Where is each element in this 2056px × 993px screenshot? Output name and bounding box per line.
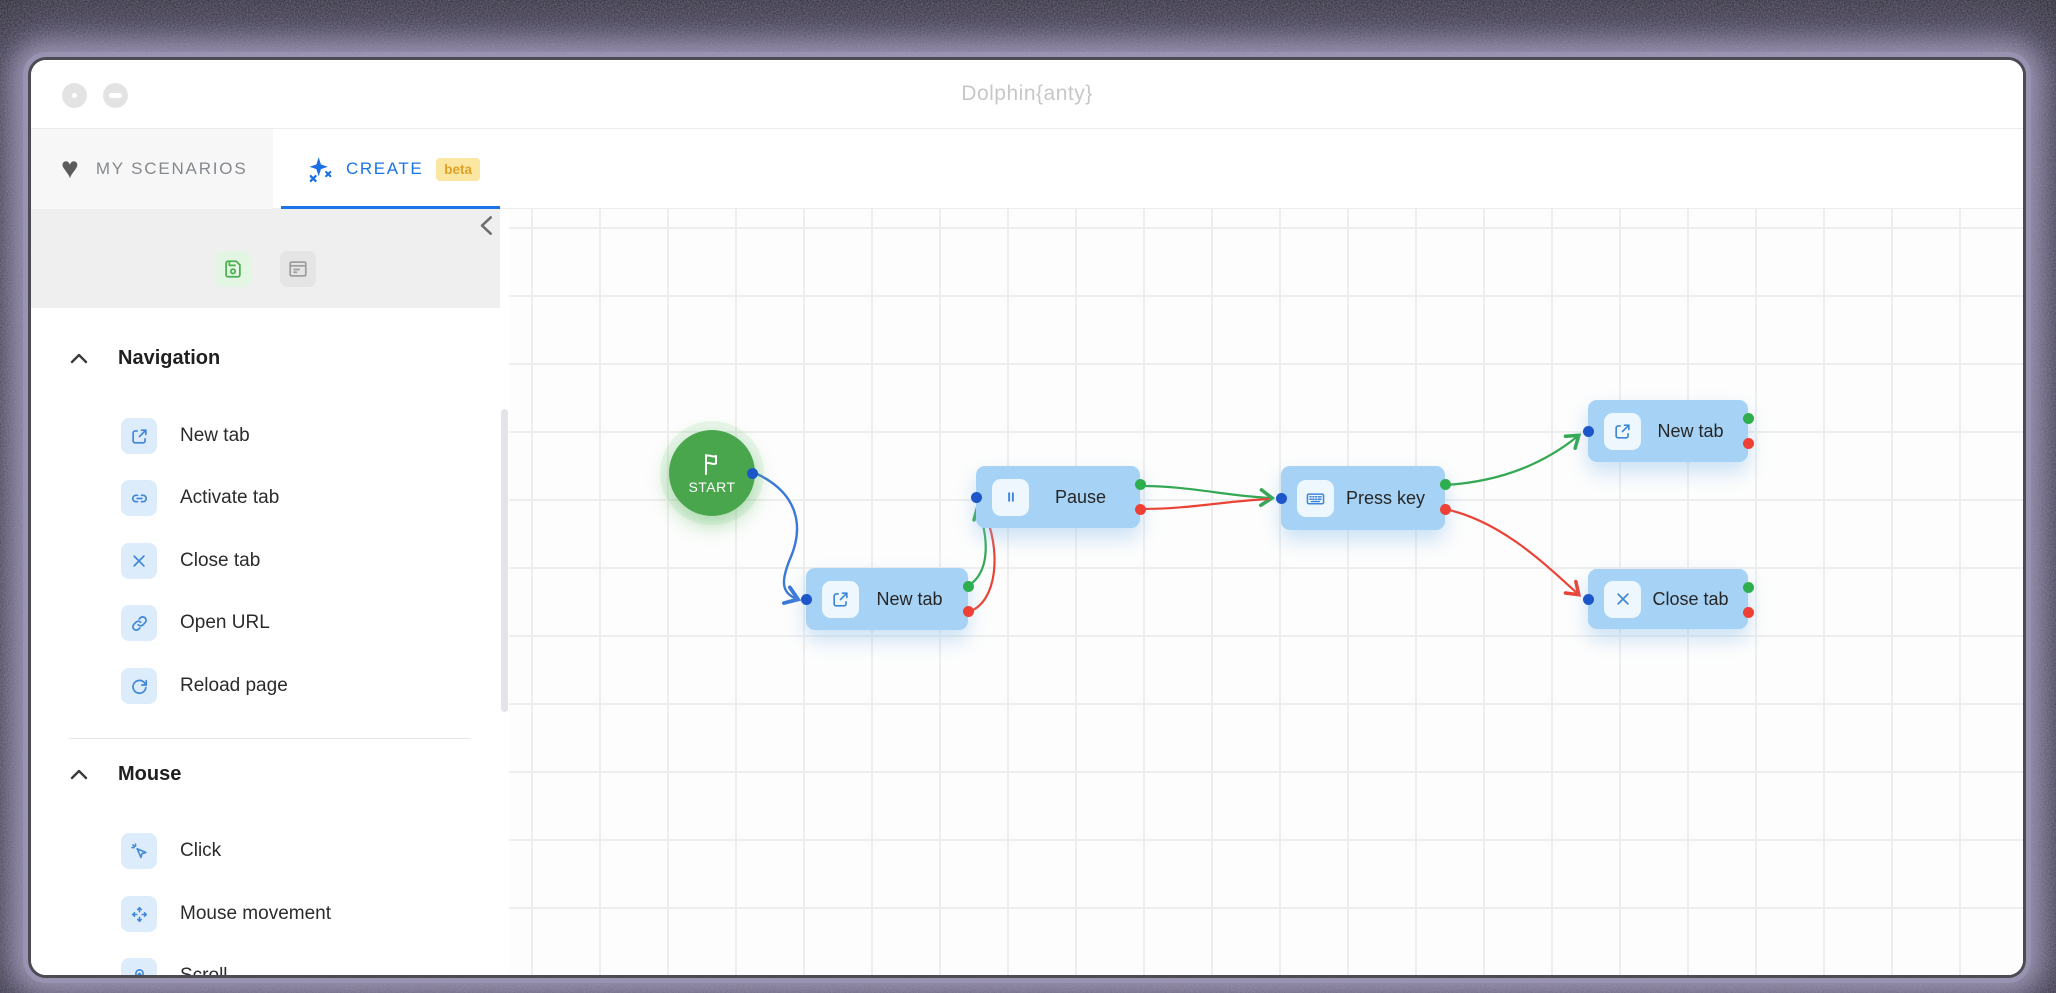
edge-presskey-to-newtab2-success [1444, 433, 1582, 487]
port-error[interactable] [1742, 438, 1754, 449]
sidebar-item-label: Mouse movement [180, 903, 332, 924]
edge-presskey-to-closetab-error [1444, 507, 1582, 597]
chevron-left-icon [480, 216, 493, 235]
port-success[interactable] [1439, 479, 1451, 490]
external-link-icon [1604, 412, 1641, 450]
node-start[interactable]: START [669, 430, 758, 516]
port-error[interactable] [1134, 504, 1146, 515]
active-tab-underline [281, 206, 500, 209]
port-input[interactable] [1582, 593, 1594, 605]
node-label: Press key [1345, 487, 1426, 508]
node-new-tab-1[interactable]: New tab [800, 568, 974, 630]
chain-icon [121, 480, 157, 516]
window-control-minimize-button[interactable] [103, 83, 128, 108]
port-error[interactable] [1742, 607, 1754, 618]
sidebar-item-click[interactable]: Click [121, 833, 221, 869]
sidebar-item-reload-page[interactable]: Reload page [121, 668, 288, 704]
port-error[interactable] [1439, 504, 1451, 515]
node-label: Pause [1054, 486, 1107, 507]
port-output[interactable] [747, 467, 758, 479]
port-input[interactable] [1582, 425, 1594, 437]
sidebar-header [31, 209, 500, 308]
title-bar: Dolphin{anty} [31, 60, 2023, 129]
window-body: Navigation New tab Activate tab [31, 209, 2023, 978]
action-library-sidebar: Navigation New tab Activate tab [31, 209, 509, 978]
flag-icon [705, 453, 717, 475]
reload-arrow-icon [121, 668, 157, 704]
sidebar-item-new-tab[interactable]: New tab [121, 418, 250, 454]
floppy-disk-icon [225, 260, 241, 278]
sparkles-icon [309, 156, 332, 182]
tab-my-scenarios[interactable]: ♥ MY SCENARIOS [31, 129, 273, 209]
cursor-click-icon [121, 833, 157, 869]
sidebar-item-label: Activate tab [180, 487, 280, 508]
keyboard-icon [1297, 479, 1334, 517]
port-success[interactable] [1742, 582, 1754, 593]
node-label: New tab [1657, 420, 1724, 441]
tab-create[interactable]: CREATE beta [273, 129, 500, 209]
pause-icon [992, 478, 1029, 516]
sidebar-item-label: Open URL [180, 612, 270, 633]
sidebar-item-label: Click [180, 840, 222, 861]
sidebar-item-close-tab[interactable]: Close tab [121, 543, 260, 579]
close-x-icon [1604, 580, 1641, 618]
minimize-icon [109, 93, 122, 98]
section-navigation-header[interactable]: Navigation [68, 347, 220, 370]
close-x-icon [121, 543, 157, 579]
scenario-canvas[interactable]: START New tab [509, 209, 2023, 975]
dot-icon [72, 93, 77, 98]
sidebar-item-open-url[interactable]: Open URL [121, 605, 270, 641]
arrows-move-icon [121, 896, 157, 932]
window-title: Dolphin{anty} [961, 82, 1093, 105]
save-scenario-button[interactable] [215, 251, 251, 287]
chevron-up-icon [70, 353, 88, 363]
tab-my-scenarios-label: MY SCENARIOS [95, 159, 248, 178]
section-title: Navigation [118, 347, 221, 369]
external-link-icon [121, 418, 157, 454]
sidebar-item-label: Scroll [180, 965, 228, 978]
sidebar-item-label: New tab [180, 425, 250, 446]
node-close-tab[interactable]: Close tab [1582, 569, 1754, 629]
chevron-up-icon [70, 769, 88, 779]
port-input[interactable] [1275, 492, 1287, 504]
section-mouse-header[interactable]: Mouse [68, 763, 181, 786]
port-error[interactable] [962, 606, 974, 617]
node-pause[interactable]: Pause [970, 466, 1146, 528]
edge-pause-to-presskey-error [1139, 497, 1270, 511]
port-input[interactable] [970, 491, 982, 503]
sidebar-item-activate-tab[interactable]: Activate tab [121, 480, 279, 516]
node-press-key[interactable]: Press key [1275, 466, 1451, 530]
node-label: START [688, 478, 736, 495]
heart-icon: ♥ [61, 152, 79, 185]
port-success[interactable] [962, 581, 974, 592]
collapse-sidebar-button[interactable] [475, 212, 501, 238]
beta-badge: beta [436, 157, 481, 181]
window-control-dot-button[interactable] [62, 83, 87, 108]
node-label: Close tab [1652, 588, 1729, 609]
tab-create-label: CREATE [346, 159, 424, 178]
external-link-icon [822, 580, 859, 618]
sidebar-item-mouse-movement[interactable]: Mouse movement [121, 896, 331, 932]
app-window: Dolphin{anty} ♥ MY SCENARIOS CREATE beta [28, 57, 2026, 978]
section-title: Mouse [118, 763, 182, 785]
tab-bar: ♥ MY SCENARIOS CREATE beta [31, 129, 2023, 264]
mouse-scroll-icon [121, 958, 157, 975]
edge-start-to-newtab1 [754, 471, 802, 605]
sidebar-scrollbar[interactable] [501, 409, 508, 712]
link-icon [121, 605, 157, 641]
sidebar-item-label: Close tab [180, 550, 261, 571]
node-label: New tab [876, 588, 943, 609]
edge-pause-to-presskey-success [1139, 484, 1276, 508]
node-new-tab-2[interactable]: New tab [1582, 400, 1754, 462]
sidebar-item-scroll[interactable]: Scroll [121, 958, 228, 978]
port-input[interactable] [800, 593, 812, 605]
scenario-log-button[interactable] [280, 251, 316, 287]
section-divider [69, 738, 471, 739]
port-success[interactable] [1742, 413, 1754, 424]
sidebar-item-label: Reload page [180, 675, 288, 696]
port-success[interactable] [1134, 479, 1146, 490]
edge-connections [754, 433, 1582, 614]
form-window-icon [289, 261, 307, 277]
